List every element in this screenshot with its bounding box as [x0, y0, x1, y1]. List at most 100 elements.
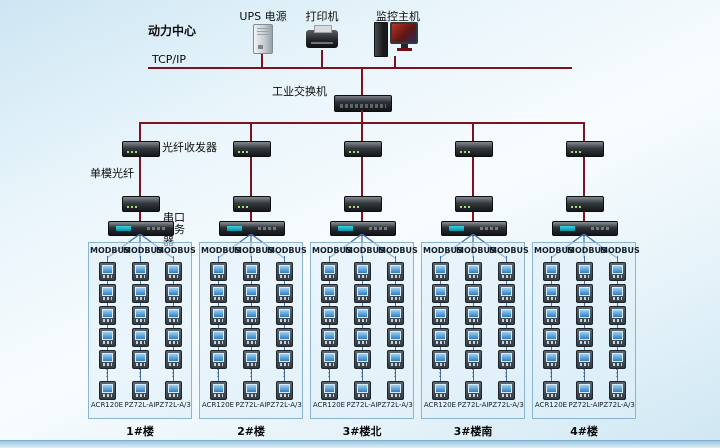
ellipsis: ⋮	[390, 368, 400, 379]
modbus-line	[440, 256, 441, 398]
meter-model-label: PZ72L-AI	[124, 401, 156, 409]
meter-model-label: ACR120E	[90, 401, 124, 409]
tcpip-line	[148, 67, 572, 69]
meter-model-label: PZ72L-A/3	[488, 401, 524, 409]
host-stand	[401, 44, 408, 48]
modbus-label: MODBUS	[345, 246, 385, 255]
modbus-label: MODBUS	[234, 246, 274, 255]
meter-icon	[543, 284, 560, 303]
meter-icon	[543, 328, 560, 347]
meter-model-label: PZ72L-A/3	[377, 401, 413, 409]
meter-icon	[576, 381, 593, 400]
meter-icon	[465, 284, 482, 303]
power-center-label: 动力中心	[148, 24, 197, 38]
meter-icon	[321, 306, 338, 325]
meter-icon	[165, 306, 182, 325]
building-label: 1#楼	[126, 425, 154, 438]
fiber-transceiver-icon	[344, 141, 382, 157]
ellipsis: ⋮	[246, 368, 256, 379]
meter-icon	[321, 262, 338, 281]
meter-icon	[543, 262, 560, 281]
meter-model-label: PZ72L-AI	[457, 401, 489, 409]
meter-icon	[321, 328, 338, 347]
meter-model-label: PZ72L-AI	[235, 401, 267, 409]
meter-icon	[243, 328, 260, 347]
ellipsis: ⋮	[357, 368, 367, 379]
meter-icon	[432, 306, 449, 325]
meter-icon	[498, 381, 515, 400]
switch-label: 工业交换机	[272, 85, 327, 98]
modbus-line	[395, 256, 396, 398]
meter-icon	[498, 328, 515, 347]
meter-icon	[210, 328, 227, 347]
meter-icon	[99, 306, 116, 325]
fiber-transceiver-icon	[122, 141, 160, 157]
meter-model-label: ACR120E	[201, 401, 235, 409]
meter-icon	[165, 381, 182, 400]
building-label: 4#楼	[570, 425, 598, 438]
meter-icon	[498, 262, 515, 281]
meter-icon	[99, 350, 116, 369]
building-label: 2#楼	[237, 425, 265, 438]
modbus-label: MODBUS	[123, 246, 163, 255]
meter-icon	[432, 328, 449, 347]
ellipsis: ⋮	[579, 368, 589, 379]
meter-icon	[321, 381, 338, 400]
meter-icon	[210, 306, 227, 325]
meter-icon	[465, 328, 482, 347]
meter-icon	[276, 350, 293, 369]
ellipsis: ⋮	[324, 368, 334, 379]
fiber-transceiver-icon	[344, 196, 382, 212]
meter-icon	[387, 328, 404, 347]
monitoring-host-icon	[374, 22, 420, 60]
modbus-line	[473, 256, 474, 398]
modbus-label: MODBUS	[567, 246, 607, 255]
switch-downlink-line	[361, 110, 363, 122]
meter-icon	[609, 328, 626, 347]
modbus-label: MODBUS	[489, 246, 529, 255]
meter-icon	[165, 328, 182, 347]
meter-icon	[543, 350, 560, 369]
meter-icon	[132, 350, 149, 369]
ellipsis: ⋮	[135, 368, 145, 379]
meter-icon	[132, 306, 149, 325]
meter-icon	[276, 328, 293, 347]
meter-icon	[576, 284, 593, 303]
group-uplink-line	[250, 122, 252, 221]
meter-icon	[543, 381, 560, 400]
single-mode-fiber-label: 单模光纤	[90, 167, 134, 180]
meter-icon	[99, 262, 116, 281]
meter-icon	[432, 350, 449, 369]
modbus-label: MODBUS	[312, 246, 352, 255]
meter-icon	[99, 328, 116, 347]
meter-icon	[354, 381, 371, 400]
fiber-transceiver-icon	[122, 196, 160, 212]
meter-icon	[210, 381, 227, 400]
host-label: 监控主机	[376, 10, 420, 23]
meter-icon	[99, 284, 116, 303]
meter-icon	[465, 262, 482, 281]
building-label: 3#楼北	[342, 425, 382, 438]
meter-icon	[609, 350, 626, 369]
fiber-transceiver-icon	[455, 141, 493, 157]
meter-icon	[609, 262, 626, 281]
meter-icon	[243, 284, 260, 303]
meter-icon	[465, 350, 482, 369]
meter-model-label: PZ72L-AI	[568, 401, 600, 409]
meter-icon	[543, 306, 560, 325]
group-uplink-line	[472, 122, 474, 221]
meter-icon	[576, 262, 593, 281]
meter-icon	[210, 284, 227, 303]
meter-icon	[243, 262, 260, 281]
meter-icon	[465, 306, 482, 325]
meter-icon	[387, 350, 404, 369]
meter-icon	[387, 306, 404, 325]
ellipsis: ⋮	[546, 368, 556, 379]
meter-icon	[132, 262, 149, 281]
meter-icon	[243, 350, 260, 369]
ellipsis: ⋮	[501, 368, 511, 379]
switch-uplink-line	[361, 69, 363, 96]
modbus-label: MODBUS	[423, 246, 463, 255]
modbus-label: MODBUS	[378, 246, 418, 255]
